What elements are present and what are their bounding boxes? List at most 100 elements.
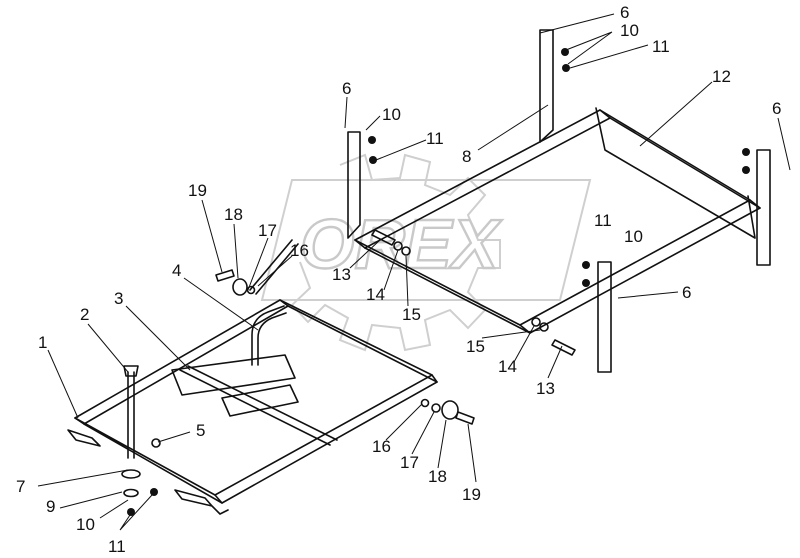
callout-6b: 6 [342,79,351,98]
washer-17-right [431,403,441,413]
leader-19a [201,199,223,273]
leader-11b [375,139,427,161]
callout-15a: 15 [402,305,421,324]
hanger-bracket-left [347,131,361,239]
leader-17b [411,411,435,455]
leader-14a [383,249,399,291]
callout-4: 4 [172,261,181,280]
leader-9 [59,491,123,509]
j-hook [251,305,287,366]
upper-frame-left-rail [354,239,531,334]
spacer-18-left [232,278,248,296]
leader-7 [37,469,129,487]
leader-4 [183,277,259,331]
callout-12: 12 [712,67,731,86]
lower-frame-right-rail [279,299,438,383]
washer-14-right [531,317,541,327]
nut-front-1 [582,261,590,269]
leader-15b [481,329,541,339]
callout-11b: 11 [426,129,444,148]
upper-frame-assembly [347,29,771,373]
washer-10 [123,488,139,498]
leader-13a [349,239,381,269]
nut-right-2 [742,166,750,174]
callout-5: 5 [196,421,205,440]
leader-1 [47,349,79,419]
callout-1: 1 [38,333,47,352]
callout-17a: 17 [258,221,277,240]
leader-17a [247,237,269,291]
callout-16a: 16 [290,241,309,260]
leader-11d [119,494,153,531]
callout-17b: 17 [400,453,419,472]
pin-13-right [551,339,576,356]
pin-19-right [455,411,475,425]
leader-16a [257,255,293,287]
lower-frame-right-bracket [174,489,229,515]
clamp-plate-assembly [121,305,299,516]
callout-10d: 10 [76,515,95,534]
callout-2: 2 [80,305,89,324]
bolt-5-head [151,438,161,448]
callout-10b: 10 [382,105,401,124]
callout-10c: 10 [624,227,643,246]
leader-15a [405,255,409,307]
leader-2 [87,323,129,373]
spacer-18-right [441,400,459,420]
leader-6c [777,117,791,171]
upper-frame-right-rail [599,109,761,209]
watermark: OREX [260,153,592,352]
callout-19b: 19 [462,485,481,504]
washer-15-right [539,322,549,332]
washer-17-left [246,285,256,295]
leader-6d [617,291,679,299]
callout-11d: 11 [108,537,126,556]
callout-8: 8 [462,147,471,166]
lower-frame-left-bracket [67,429,101,447]
leader-19b [467,423,477,483]
callout-6a: 6 [620,3,629,22]
callout-14b: 14 [498,357,517,376]
callout-6c: 6 [772,99,781,118]
hanger-bracket-right [756,149,771,266]
nut-11 [127,508,135,516]
leader-11a [569,44,649,69]
callout-6d: 6 [682,283,691,302]
nut-left-2 [369,156,377,164]
callout-13a: 13 [332,265,351,284]
leader-14b [513,325,535,363]
callout-18b: 18 [428,467,447,486]
clamp-lower-plate [221,384,299,417]
leader-10b [365,115,381,131]
callout-13b: 13 [536,379,555,398]
lower-frame-cross-member [179,365,338,446]
clamp-plate [171,354,296,396]
callout-14a: 14 [366,285,385,304]
callout-3: 3 [114,289,123,308]
leader-18b [437,419,447,469]
callout-11c: 11 [594,211,612,230]
lower-frame-assembly [67,299,438,515]
nut-11b [150,488,158,496]
leader-18a [233,223,239,279]
leader-10a [565,31,613,65]
callout-9: 9 [46,497,55,516]
callout-16b: 16 [372,437,391,456]
long-bolt [123,365,139,459]
leader-12 [639,81,713,147]
hanger-bracket-front [597,261,612,373]
callout-10a: 10 [620,21,639,40]
callout-11a: 11 [652,37,670,56]
lower-frame-front-rail [214,374,438,504]
lower-frame-left-rail [74,417,223,504]
leader-16b [385,403,423,441]
callout-19a: 19 [188,181,207,200]
leader-lines [37,13,791,531]
callout-18a: 18 [224,205,243,224]
hanger-bracket-rear [539,29,554,143]
nut-left-1 [368,136,376,144]
washer-15-left [401,246,411,256]
pin-19-left [215,269,235,282]
